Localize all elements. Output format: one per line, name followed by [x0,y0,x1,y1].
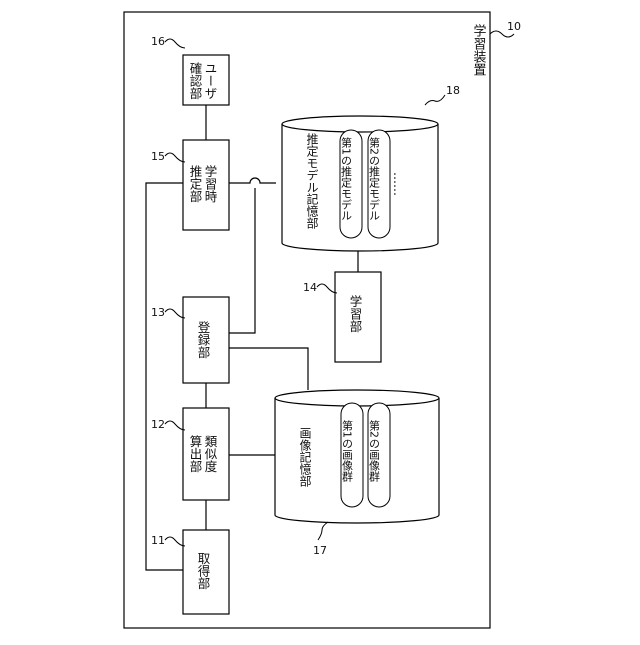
acquisition-ref: 11 [151,534,165,547]
device-label: 学習装置 [471,23,487,76]
model-item-1: 第1の推定モデル [340,136,353,221]
svg-text:推定部: 推定部 [188,165,203,203]
user-check-leader [165,39,185,48]
learning-leader [317,284,337,293]
svg-text:確認部: 確認部 [188,61,203,100]
estimation-unit: 学習時 推定部 [183,140,229,230]
similarity-ref: 12 [151,418,165,431]
svg-text:登録部: 登録部 [196,320,211,359]
model-storage-leader [425,95,445,105]
image-storage-label: 画像記憶部 [298,427,312,487]
estimation-ref: 15 [151,150,165,163]
similarity-unit: 類似度 算出部 [183,408,229,500]
registration-leader [165,309,185,318]
model-storage-ref: 18 [446,84,460,97]
similarity-leader [165,421,185,430]
learning-unit: 学習部 [335,272,381,362]
acquisition-unit: 取得部 [183,530,229,614]
registration-unit: 登録部 [183,297,229,383]
image-storage-ref: 17 [313,544,327,557]
estimation-leader [165,153,185,162]
image-storage-leader [318,522,328,540]
svg-text:学習時: 学習時 [203,164,218,203]
device-ref: 10 [507,20,521,33]
svg-text:算出部: 算出部 [188,434,203,473]
model-item-2: 第2の推定モデル [368,136,381,221]
model-ellipsis: …… [391,172,405,196]
svg-text:取得部: 取得部 [196,552,211,590]
registration-ref: 13 [151,306,165,319]
device-frame [124,12,490,628]
image-item-1: 第1の画像群 [341,419,354,482]
learning-ref: 14 [303,281,317,294]
image-item-2: 第2の画像群 [368,419,381,482]
acquisition-leader [165,537,185,546]
model-storage-label: 推定モデル記憶部 [305,133,319,229]
svg-text:類似度: 類似度 [203,435,218,473]
user-check-unit: ユーザ 確認部 [183,55,229,105]
svg-text:学習部: 学習部 [348,294,363,333]
user-check-ref: 16 [151,35,165,48]
svg-text:ユーザ: ユーザ [203,62,218,100]
